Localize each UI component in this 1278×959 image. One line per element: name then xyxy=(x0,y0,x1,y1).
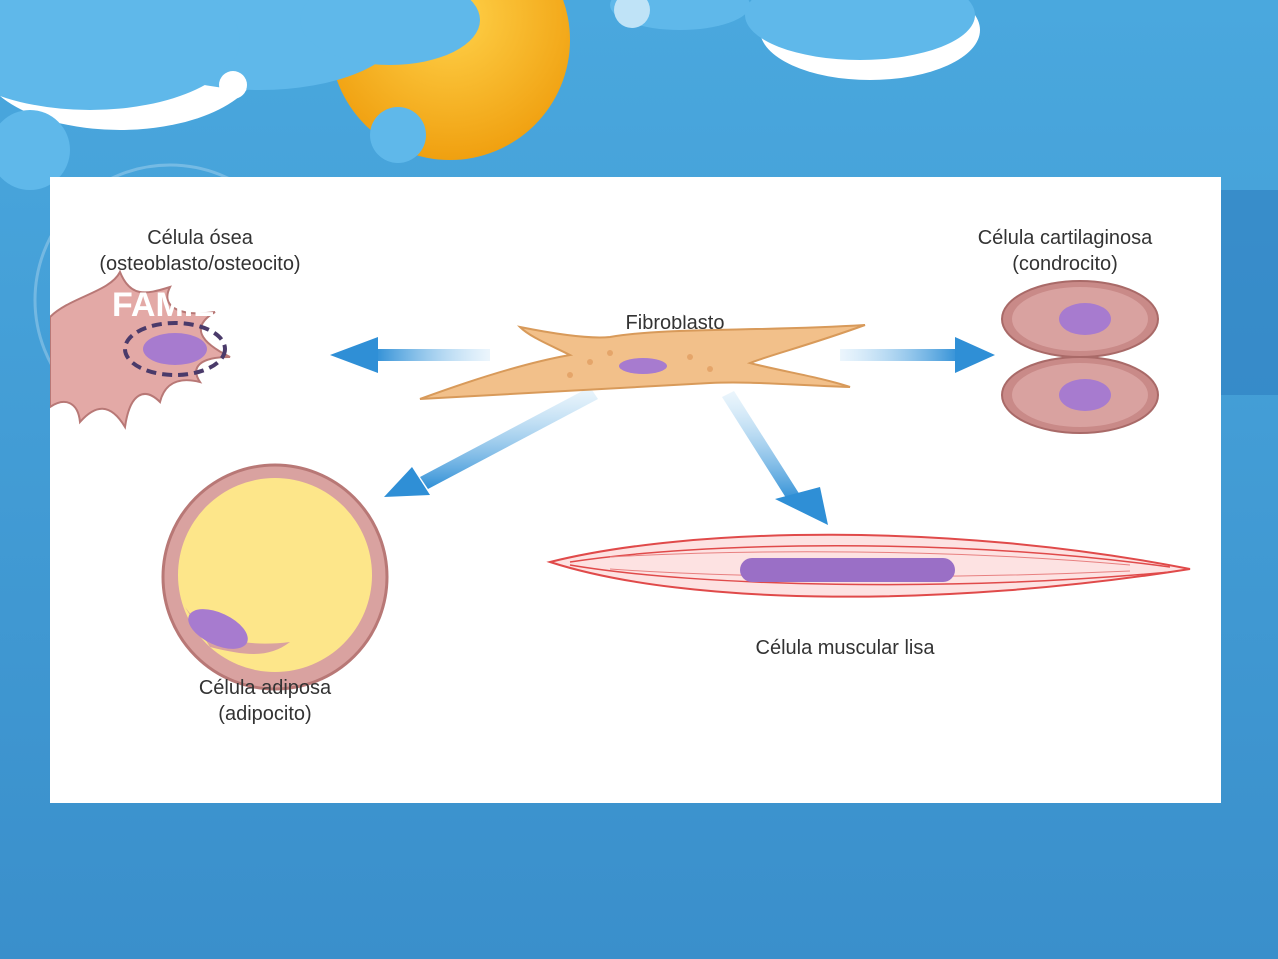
fat-cell-label: Célula adiposa (adipocito) xyxy=(160,675,370,727)
fibroblast-label: Fibroblasto xyxy=(575,310,775,336)
fibroblast-name: Fibroblasto xyxy=(625,312,725,334)
cartilage-cell xyxy=(1001,280,1159,434)
fibroblast-cell xyxy=(419,324,866,400)
bone-cell xyxy=(50,269,231,430)
fat-cell-name: Célula adiposa xyxy=(198,677,332,699)
smooth-muscle-cell-label: Célula muscular lisa xyxy=(710,635,980,661)
cartilage-cell-name: Célula cartilaginosa xyxy=(977,227,1153,249)
bone-cell-label: Célula ósea (osteoblasto/osteocito) xyxy=(80,225,320,277)
bone-cell-name: Célula ósea xyxy=(147,227,253,249)
slide-title: FAMILIA DE LAS CÉLULAS DEL TEJIDO CONECT… xyxy=(112,286,972,324)
cloud-shape xyxy=(610,0,980,80)
smooth-muscle-cell-name: Célula muscular lisa xyxy=(755,637,935,659)
bone-cell-detail: (osteoblasto/osteocito) xyxy=(99,253,301,275)
background-tile xyxy=(1220,190,1278,395)
arrow-to-cartilage-cell xyxy=(840,337,995,373)
cloud-shape xyxy=(0,0,480,190)
diagram-panel: Célula ósea (osteoblasto/osteocito) Fibr… xyxy=(50,177,1221,803)
fat-cell-detail: (adipocito) xyxy=(218,703,312,725)
cartilage-cell-label: Célula cartilaginosa (condrocito) xyxy=(930,225,1200,277)
cell-diagram xyxy=(50,269,1191,691)
fat-cell xyxy=(161,463,389,691)
arrow-to-muscle-cell xyxy=(722,391,828,525)
arrow-to-bone-cell xyxy=(330,337,490,373)
cartilage-cell-detail: (condrocito) xyxy=(1012,253,1118,275)
smooth-muscle-cell xyxy=(546,533,1191,598)
arrow-to-fat-cell xyxy=(384,387,598,497)
